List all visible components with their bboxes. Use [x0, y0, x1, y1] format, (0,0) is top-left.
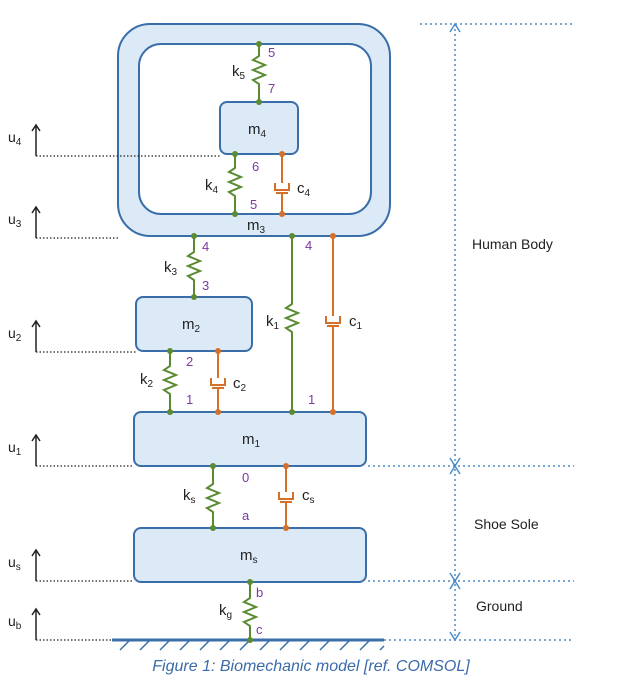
region-dimensions: [368, 22, 574, 642]
mass-label-m4: m4: [248, 121, 267, 140]
damper-label-c1: c1: [349, 313, 363, 332]
figure-caption: Figure 1: Biomechanic model [ref. COMSOL…: [152, 658, 470, 675]
mass-label-m1: m1: [242, 431, 261, 450]
node-label-3: 3: [202, 278, 209, 293]
damper-c4: [274, 154, 290, 214]
svg-text:u3: u3: [8, 211, 22, 230]
spring-label-kg: kg: [219, 602, 232, 621]
spring-kg: [241, 582, 259, 640]
damper-label-c2: c2: [233, 375, 247, 394]
spring-label-k4: k4: [205, 177, 219, 196]
mass-label-m3: m3: [247, 217, 266, 236]
damper-label-cs: cs: [302, 487, 315, 506]
mass-label-ms: ms: [240, 547, 258, 566]
node-label-a: a: [242, 508, 250, 523]
ground-surface: [112, 638, 385, 651]
node-label-4-right: 4: [305, 238, 312, 253]
region-label-human-body: Human Body: [472, 236, 553, 252]
spring-ks: [204, 466, 222, 528]
displacement-u3: u3: [8, 205, 120, 239]
damper-label-c4: c4: [297, 180, 311, 199]
mass-m1: [133, 411, 367, 467]
spring-k2: [161, 351, 179, 412]
node-label-b: b: [256, 585, 263, 600]
svg-text:u4: u4: [8, 129, 22, 148]
displacement-u1: u1: [8, 433, 134, 467]
node-label-1-right: 1: [308, 392, 315, 407]
mass-label-m2: m2: [182, 316, 201, 335]
spring-k4: [226, 154, 244, 214]
node-label-1-left: 1: [186, 392, 193, 407]
spring-label-k1: k1: [266, 313, 280, 332]
damper-cs: [278, 466, 294, 528]
damper-c2: [210, 351, 226, 412]
spring-k1: [283, 236, 301, 412]
region-label-ground: Ground: [476, 598, 523, 614]
node-label-0: 0: [242, 470, 249, 485]
node-label-c: c: [256, 622, 263, 637]
spring-label-k2: k2: [140, 371, 154, 390]
displacement-u4: u4: [8, 123, 220, 157]
displacement-u2: u2: [8, 319, 136, 353]
damper-c1: [325, 236, 341, 412]
node-label-2: 2: [186, 354, 193, 369]
svg-text:ub: ub: [8, 613, 22, 632]
spring-label-k3: k3: [164, 259, 178, 278]
svg-text:u1: u1: [8, 439, 22, 458]
node-label-5-top: 5: [268, 45, 275, 60]
svg-text:u2: u2: [8, 325, 22, 344]
svg-text:us: us: [8, 554, 21, 573]
region-label-shoe-sole: Shoe Sole: [474, 516, 539, 532]
spring-label-ks: ks: [183, 487, 196, 506]
node-label-5-bottom: 5: [250, 197, 257, 212]
displacement-us: us: [8, 548, 134, 582]
spring-label-k5: k5: [232, 63, 246, 82]
node-label-6: 6: [252, 159, 259, 174]
displacement-ub: ub: [8, 607, 112, 641]
node-label-7: 7: [268, 81, 275, 96]
spring-k3: [185, 236, 203, 297]
spring-k5: [250, 44, 268, 102]
node-label-4-left: 4: [202, 239, 209, 254]
connection-dots: [167, 41, 336, 643]
